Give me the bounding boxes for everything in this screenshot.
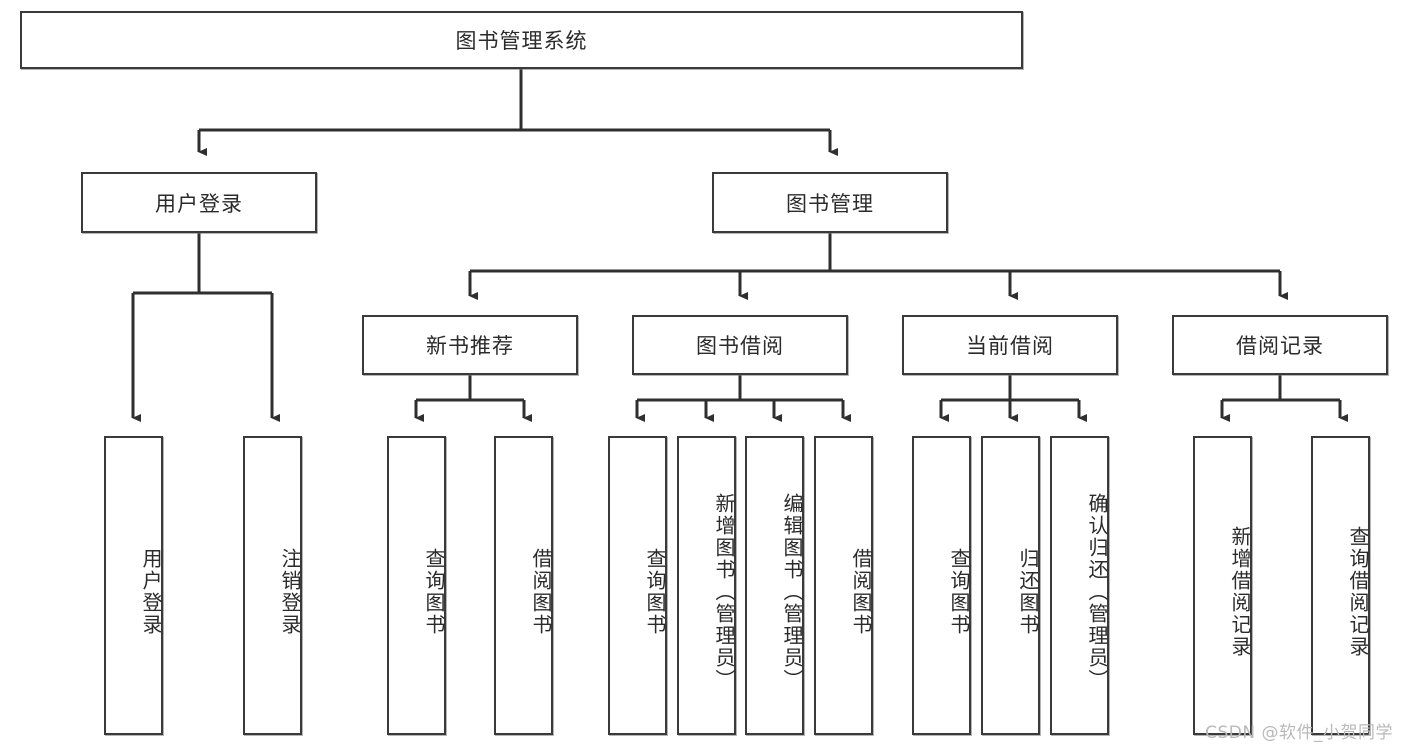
leaf-node-query-book-current[interactable]: 查询图书 (912, 436, 971, 735)
node-label: 借阅图书 (529, 547, 553, 636)
node-label: 新书推荐 (426, 334, 514, 358)
node-label: 注销登录 (278, 547, 302, 636)
leaf-node-borrow-book-borrow[interactable]: 借阅图书 (814, 436, 873, 735)
node-label: 确认归还（管理员） (1085, 492, 1109, 691)
node-label: 查询图书 (643, 547, 667, 636)
node-label: 图书借阅 (696, 334, 784, 358)
leaf-node-query-book-new[interactable]: 查询图书 (387, 436, 446, 735)
leaf-node-add-borrow-record[interactable]: 新增借阅记录 (1193, 436, 1252, 735)
leaf-node-logout[interactable]: 注销登录 (243, 436, 302, 735)
node-borrow-record[interactable]: 借阅记录 (1172, 315, 1388, 375)
node-label: 借阅记录 (1236, 334, 1324, 358)
leaf-node-edit-book-admin[interactable]: 编辑图书（管理员） (745, 436, 804, 735)
node-book-borrow[interactable]: 图书借阅 (632, 315, 848, 375)
node-label: 用户登录 (139, 547, 163, 636)
node-label: 当前借阅 (966, 334, 1054, 358)
leaf-node-confirm-return-admin[interactable]: 确认归还（管理员） (1050, 436, 1109, 735)
node-label: 借阅图书 (849, 547, 873, 636)
leaf-node-query-book-borrow[interactable]: 查询图书 (608, 436, 667, 735)
leaf-node-user-login[interactable]: 用户登录 (104, 436, 163, 735)
leaf-node-query-borrow-record[interactable]: 查询借阅记录 (1311, 436, 1370, 735)
node-label: 归还图书 (1016, 547, 1040, 636)
node-label: 用户登录 (155, 191, 243, 216)
node-label: 图书管理 (786, 191, 874, 216)
leaf-node-borrow-book-new[interactable]: 借阅图书 (494, 436, 553, 735)
csdn-watermark: CSDN @软件_小贺同学 (1205, 723, 1393, 743)
leaf-node-add-book-admin[interactable]: 新增图书（管理员） (677, 436, 736, 735)
node-new-book-recommendation[interactable]: 新书推荐 (362, 315, 578, 375)
node-label: 查询图书 (422, 547, 446, 636)
node-label: 新增图书（管理员） (712, 492, 736, 691)
node-root-book-management-system[interactable]: 图书管理系统 (20, 11, 1023, 69)
node-current-borrow[interactable]: 当前借阅 (902, 315, 1118, 375)
node-user-login[interactable]: 用户登录 (81, 172, 317, 233)
node-book-management[interactable]: 图书管理 (712, 172, 948, 233)
node-label: 查询图书 (947, 547, 971, 636)
node-label: 编辑图书（管理员） (780, 492, 804, 691)
node-label: 查询借阅记录 (1346, 525, 1370, 658)
node-label: 图书管理系统 (455, 29, 588, 53)
node-label: 新增借阅记录 (1228, 525, 1252, 658)
leaf-node-return-book[interactable]: 归还图书 (981, 436, 1040, 735)
